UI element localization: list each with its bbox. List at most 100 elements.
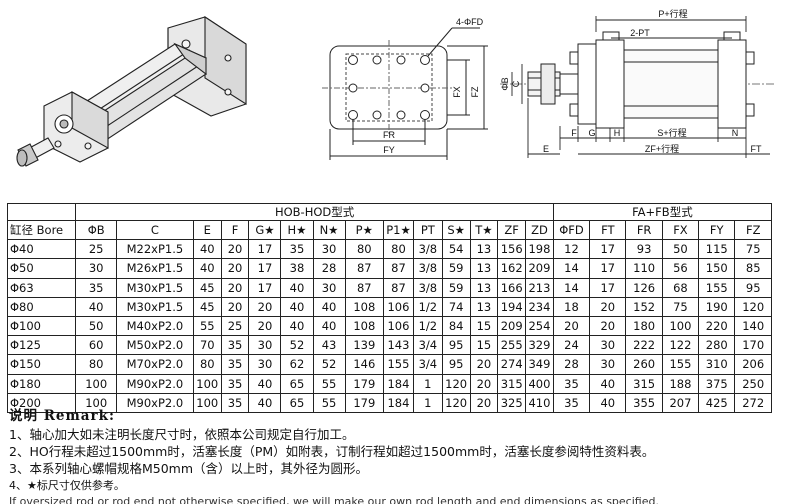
flange-front-view xyxy=(322,27,488,160)
table-cell: 40 xyxy=(248,373,282,394)
group-header-hob-hod: HOB-HOD型式 xyxy=(75,203,554,221)
remark-title: 说明 Remark: xyxy=(9,408,115,424)
s-stroke-label: S+行程 xyxy=(657,127,686,138)
table-cell: 20 xyxy=(220,277,250,298)
drawings-area: 4-ΦFD FX FZ FR FY xyxy=(0,0,790,198)
table-cell: 40 xyxy=(589,392,627,413)
bore-cell: Φ100 xyxy=(6,315,77,337)
table-cell: 410 xyxy=(525,392,554,413)
table-cell: M26xP1.5 xyxy=(115,258,194,279)
table-cell: 166 xyxy=(497,277,527,298)
table-cell: 1 xyxy=(412,373,443,394)
table-cell: 35 xyxy=(552,392,591,413)
table-cell: 209 xyxy=(525,258,554,279)
column-header: ΦB xyxy=(75,219,117,241)
table-cell: 375 xyxy=(698,373,736,394)
table-cell: 55 xyxy=(312,373,346,394)
mounting-holes xyxy=(348,55,430,120)
remark-cut-off-line: If oversized rod or rod end not otherwis… xyxy=(9,495,659,504)
cylinder-isometric-drawing xyxy=(16,15,247,167)
column-header: E xyxy=(192,219,222,241)
p-stroke-label: P+行程 xyxy=(658,8,687,19)
table-cell: 87 xyxy=(383,277,414,298)
table-cell: 65 xyxy=(280,392,314,413)
table-cell: 329 xyxy=(525,335,554,356)
table-cell: 93 xyxy=(625,239,663,260)
table-cell: 1 xyxy=(412,392,443,413)
table-cell: 3/8 xyxy=(412,239,443,260)
table-cell: 14 xyxy=(552,258,591,279)
remark-note-3: 3、本系列轴心螺帽规格M50mm（含）以上时，其外径为圆形。 xyxy=(9,461,368,476)
table-cell: 194 xyxy=(497,296,527,317)
table-cell: 162 xyxy=(497,258,527,279)
table-cell: 35 xyxy=(220,335,250,356)
table-cell: 20 xyxy=(220,258,250,279)
f-label: F xyxy=(571,128,577,138)
table-cell: 198 xyxy=(525,239,554,260)
table-cell: 190 xyxy=(698,296,736,317)
table-cell: 115 xyxy=(698,239,736,260)
column-header: FT xyxy=(589,219,627,241)
table-cell: M30xP1.5 xyxy=(115,277,194,298)
table-cell: 1/2 xyxy=(412,315,443,337)
table-cell: 13 xyxy=(469,258,499,279)
column-header: G★ xyxy=(248,219,282,241)
table-cell: 425 xyxy=(698,392,736,413)
table-cell: 139 xyxy=(344,335,385,356)
table-cell: 85 xyxy=(734,258,772,279)
table-cell: 108 xyxy=(344,296,385,317)
table-cell: 59 xyxy=(441,258,471,279)
table-cell: M90xP2.0 xyxy=(115,392,194,413)
table-cell: 52 xyxy=(312,354,346,375)
table-cell: 75 xyxy=(734,239,772,260)
table-cell: 95 xyxy=(441,354,471,375)
remark-note-4: 4、★标尺寸仅供参考。 xyxy=(9,479,125,492)
table-cell: 155 xyxy=(661,354,700,375)
column-header: ZF xyxy=(497,219,527,241)
bore-cell: Φ80 xyxy=(6,296,77,317)
bore-cell: Φ125 xyxy=(6,335,77,356)
table-cell: 220 xyxy=(698,315,736,337)
table-cell: 17 xyxy=(248,258,282,279)
table-cell: 3/4 xyxy=(412,354,443,375)
table-cell: 325 xyxy=(497,392,527,413)
table-cell: 209 xyxy=(497,315,527,337)
table-cell: 20 xyxy=(248,315,282,337)
group-header-fa-fb: FA+FB型式 xyxy=(552,203,773,221)
table-cell: 13 xyxy=(469,239,499,260)
table-cell: 40 xyxy=(248,392,282,413)
column-header: S★ xyxy=(441,219,471,241)
table-cell: 179 xyxy=(344,373,385,394)
table-cell: 20 xyxy=(220,239,250,260)
table-cell: M70xP2.0 xyxy=(115,354,194,375)
table-cell: 184 xyxy=(383,392,414,413)
table-cell: 155 xyxy=(383,354,414,375)
fr-label: FR xyxy=(383,130,395,140)
table-cell: 20 xyxy=(469,354,499,375)
table-cell: 310 xyxy=(698,354,736,375)
table-cell: 213 xyxy=(525,277,554,298)
table-cell: 234 xyxy=(525,296,554,317)
table-cell: 62 xyxy=(280,354,314,375)
table-cell: 35 xyxy=(75,277,117,298)
table-cell: 40 xyxy=(280,296,314,317)
table-cell: 152 xyxy=(625,296,663,317)
n-label: N xyxy=(732,128,739,138)
column-header: F xyxy=(220,219,250,241)
table-cell: 207 xyxy=(661,392,700,413)
table-cell: 35 xyxy=(220,354,250,375)
group-header-blank xyxy=(6,203,77,221)
table-cell: 55 xyxy=(312,392,346,413)
table-cell: 20 xyxy=(589,296,627,317)
table-cell: 110 xyxy=(625,258,663,279)
table-cell: 95 xyxy=(734,277,772,298)
table-cell: 28 xyxy=(552,354,591,375)
g-label: G xyxy=(588,128,595,138)
table-cell: 179 xyxy=(344,392,385,413)
